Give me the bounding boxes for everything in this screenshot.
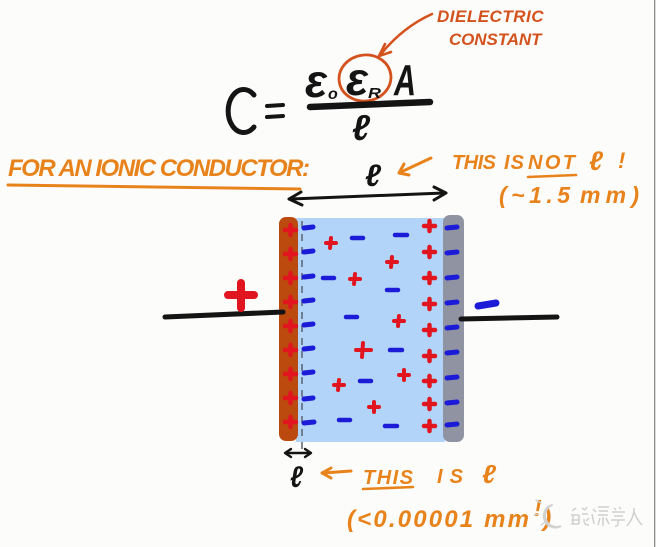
svg-text:R: R [368,85,381,102]
svg-text:!: ! [618,148,625,173]
svg-text:(~1.5: (~1.5 [499,182,571,208]
svg-text:ℓ: ℓ [482,459,497,489]
svg-text:FOR AN IONIC CONDUCTOR:: FOR AN IONIC CONDUCTOR: [8,155,310,182]
svg-text:CONSTANT: CONSTANT [449,30,543,49]
svg-text:(<0.00001 mm: (<0.00001 mm [347,506,529,533]
svg-text:ε: ε [305,55,328,107]
svg-text:ℓ: ℓ [352,107,370,148]
svg-text:ℓ: ℓ [589,146,604,176]
svg-text:ℓ: ℓ [365,158,382,193]
svg-text:ℓ: ℓ [290,461,303,494]
svg-text:THIS: THIS [452,152,497,174]
svg-text:!: ! [534,495,542,521]
svg-text:THIS: THIS [363,467,414,489]
svg-text:NOT: NOT [528,152,577,174]
svg-text:IS: IS [504,152,525,174]
svg-text:o: o [328,86,338,103]
svg-text:DIELECTRIC: DIELECTRIC [437,7,545,26]
svg-text:ε: ε [346,53,369,105]
svg-text:A: A [393,56,416,105]
svg-text:IS: IS [437,466,464,488]
